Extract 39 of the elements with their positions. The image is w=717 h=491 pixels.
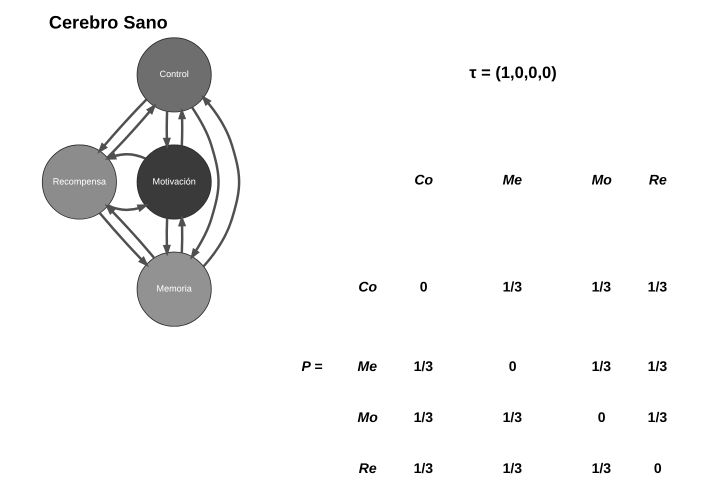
label: 1/3 [502,460,522,476]
arrow [104,152,146,160]
label: 0 [653,460,662,476]
label: 1/3 [413,358,433,374]
arrow [107,204,148,212]
label: 1/3 [413,408,433,425]
arrow [178,214,186,253]
label: 1/3 [647,278,667,295]
arrow [200,94,240,268]
label: τ = (1,0,0,0) [468,64,556,82]
label: Mo [357,408,378,425]
arrow [162,111,170,150]
label: Co [414,172,433,188]
diagram-title: Cerebro Sano [48,12,168,32]
label: 1/3 [591,460,611,476]
label: 0 [419,278,428,295]
label: Re [358,460,376,476]
label: Me [502,172,522,188]
label: 1/3 [647,358,667,374]
label: 1/3 [413,460,433,476]
arrow [96,98,147,154]
label: 1/3 [502,278,522,295]
arrow [190,106,220,260]
arrow [178,108,186,146]
arrow [98,212,148,268]
label: Re [648,172,666,188]
label: 0 [508,358,516,374]
label: 1/3 [647,408,667,425]
label: Mo [591,172,612,188]
arrow [106,103,156,158]
label: 0 [597,408,606,425]
label: 1/3 [502,408,522,425]
arrow [162,218,170,256]
arrow [104,204,154,258]
label: Me [357,358,377,374]
label: Co [358,278,377,295]
label: 1/3 [591,278,611,295]
label: 1/3 [591,358,611,374]
label: P = [301,358,322,374]
